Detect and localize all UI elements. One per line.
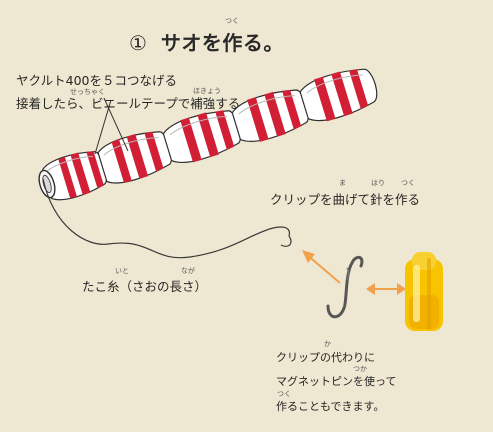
yakult-bottle-rod-icon: [38, 68, 378, 201]
alternative-line-2: マグネットピンを使って: [276, 375, 397, 388]
clip-instruction: クリップを曲げて針を作る: [270, 192, 421, 207]
alternative-line-1: クリップの代わりに: [276, 351, 375, 364]
step-title-text: サオを作る。: [160, 31, 284, 55]
ruby-hari: はり: [371, 179, 385, 187]
orange-double-arrow-icon: [366, 283, 406, 295]
ruby-tsuka: つか: [353, 365, 367, 373]
tako-string: [42, 178, 291, 259]
hook-end: [280, 235, 292, 247]
ruby-tsuku-3: つく: [277, 390, 291, 398]
leader-line-1: [103, 97, 129, 152]
leader-line-2: [94, 99, 112, 155]
alternative-line-3: 作ることもできます。: [276, 400, 385, 413]
yakult-instruction-line-1: ヤクルト400を５コつなげる: [16, 73, 177, 88]
ruby-ma: ま: [339, 179, 346, 187]
ruby-hokyou: ほきょう: [193, 87, 221, 95]
step-number: ①: [129, 31, 148, 55]
magnet-pin-icon: [405, 252, 443, 331]
step-title: ① サオを作る。: [129, 27, 284, 56]
string-length-note: たこ糸（さおの長さ）: [82, 279, 208, 294]
ruby-naga: なが: [181, 267, 195, 275]
ruby-tsuku: つく: [225, 17, 239, 25]
clip-hook-icon: [326, 255, 364, 319]
ruby-tsuku-2: つく: [401, 179, 415, 187]
ruby-secchaku: せっちゃく: [70, 88, 105, 96]
ruby-ka: か: [324, 340, 331, 348]
orange-arrow-icon: [302, 250, 341, 284]
yakult-instruction-line-2: 接着したら、ビニールテープで補強する: [16, 96, 241, 111]
ruby-ito: いと: [115, 267, 129, 275]
